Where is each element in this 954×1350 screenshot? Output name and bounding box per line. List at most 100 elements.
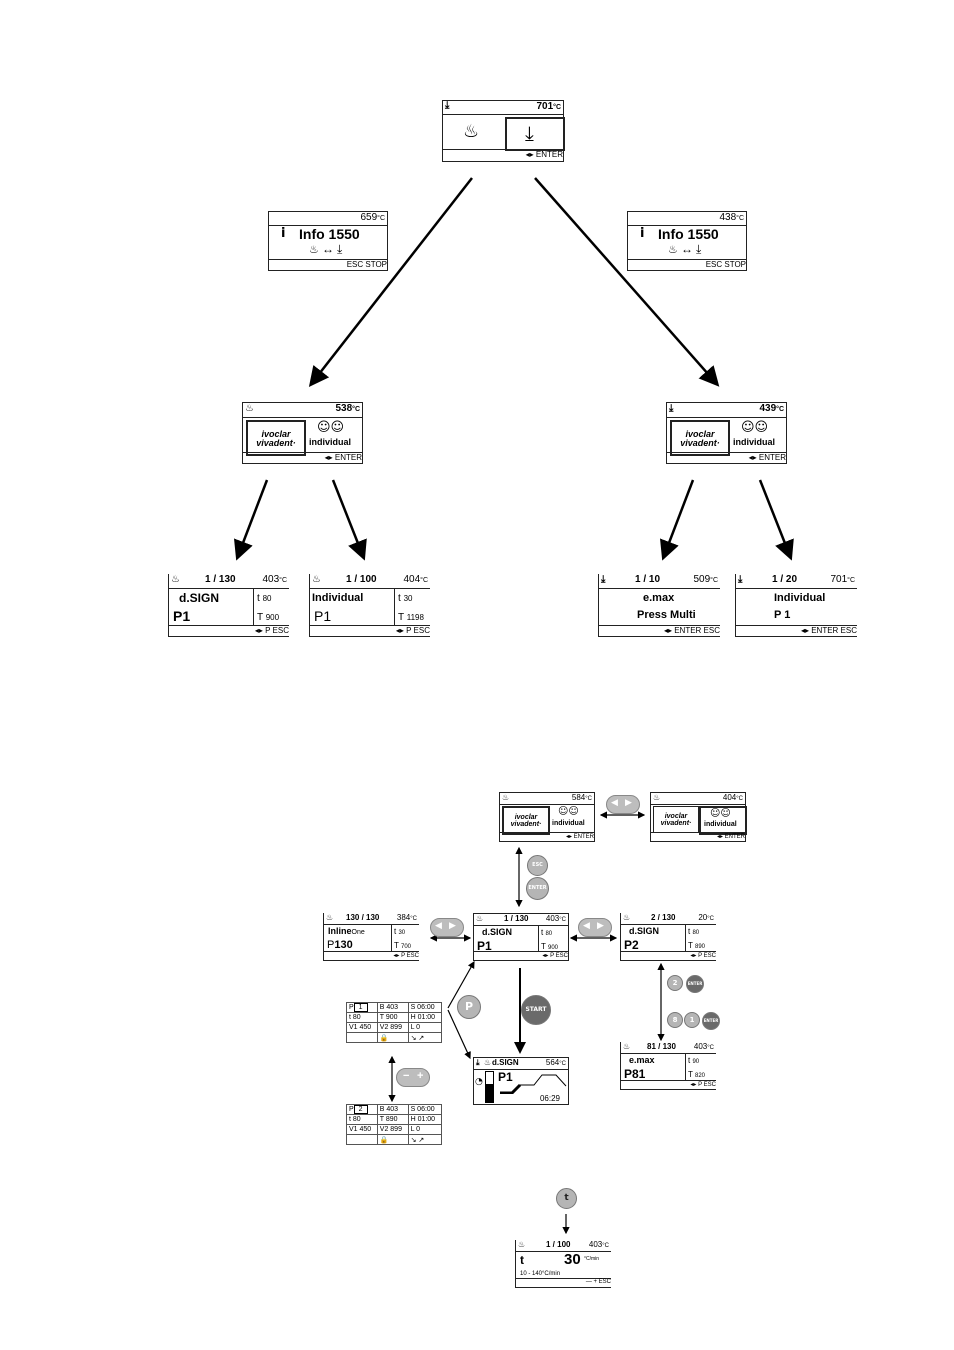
right-arrow-icon[interactable]: ▶ [449, 921, 456, 931]
press-mode-box[interactable]: ⤓ [505, 117, 565, 151]
temp-value: 384 [396, 913, 411, 922]
lock-icon[interactable]: 🔒 [379, 1034, 389, 1042]
program-number: P1 [477, 939, 492, 953]
flame-icon: ♨ [653, 793, 661, 802]
esc-button[interactable]: ESC [527, 855, 548, 876]
temp-unit: °C [602, 1243, 609, 1249]
heat-rate-screen: ♨ 1 / 100 403°C t 30 °C/min 10 - 140°C/m… [515, 1240, 611, 1288]
plus-button[interactable]: + [417, 1070, 424, 1082]
ivoclar-logo[interactable]: ivoclar vivadent· [670, 420, 730, 456]
press-icon: ⤓ [445, 100, 450, 111]
ivoclar-logo[interactable]: ivoclar vivadent· [653, 806, 699, 833]
program-count: 1 / 130 [504, 914, 529, 923]
heat-rate-button[interactable]: t [556, 1188, 577, 1209]
arrow-right-to-leaf4 [758, 479, 794, 561]
curve-icon: ↘ ↗ [410, 1136, 425, 1144]
minus-button[interactable]: − [403, 1070, 410, 1082]
individual-box[interactable]: ☺☺ individual [699, 806, 747, 835]
flame-icon: ♨ [484, 1058, 492, 1067]
program-number: P81 [624, 1067, 646, 1081]
key-8-button[interactable]: 8 [667, 1012, 683, 1028]
main-screen: ⤓ 701°C ♨ ⤓ ◂▸ ENTER [442, 100, 565, 162]
right-arrow-icon[interactable]: ▶ [625, 798, 632, 808]
arrow-left-to-leaf2 [331, 479, 367, 561]
temp-unit: °C [352, 406, 360, 413]
individual-icon[interactable]: ☺☺ [317, 420, 345, 435]
temp-value: 404 [403, 574, 421, 585]
footer: ◂▸ P ESC [621, 1080, 716, 1089]
temp-unit: °C [410, 916, 417, 922]
flame-icon: ♨ [326, 913, 334, 922]
swap-arrow: ↔ [322, 242, 334, 256]
footer: ◂▸ P ESC [474, 951, 568, 960]
left-arrow-icon[interactable]: ◀ [611, 798, 618, 808]
ivoclar-logo[interactable]: ivoclar vivadent· [246, 420, 306, 456]
temp-unit: °C [585, 796, 592, 802]
curve-icon: ↘ ↗ [410, 1034, 425, 1042]
individual-icon[interactable]: ☺☺ [558, 806, 579, 817]
temp-unit: °C [707, 916, 714, 922]
temp-value: 564 [545, 1058, 560, 1067]
selection-screen-b: ♨ 404°C ivoclar vivadent· ☺☺ individual … [650, 792, 747, 842]
minus-plus-keys[interactable]: − + [396, 1068, 430, 1087]
T-value: 700 [400, 944, 411, 950]
start-button[interactable]: START [521, 995, 551, 1025]
press-icon: ⤓ [601, 574, 606, 585]
left-arrow-icon[interactable]: ◀ [583, 921, 590, 931]
right-arrow-icon[interactable]: ▶ [597, 921, 604, 931]
program-number-field[interactable]: 1 [353, 1003, 368, 1012]
enter-button[interactable]: ENTER [702, 1012, 720, 1030]
arrow-keys[interactable]: ◀ ▶ [606, 795, 640, 814]
lock-icon[interactable]: 🔒 [379, 1136, 389, 1144]
t-value: 30 [398, 930, 406, 936]
program-count: 81 / 130 [647, 1042, 676, 1051]
temp-unit: °C [847, 577, 855, 584]
temp-value: 403 [545, 914, 560, 923]
temp-value: 404 [722, 793, 737, 802]
temp-unit: °C [559, 917, 566, 923]
program-name: d.SIGN [629, 926, 660, 936]
T-value: 900 [547, 945, 558, 951]
key-2-button[interactable]: 2 [667, 975, 683, 991]
program-name: d.SIGN [492, 1058, 519, 1067]
arrow-keys[interactable]: ◀ ▶ [430, 918, 464, 937]
left-arrow-icon[interactable]: ◀ [435, 921, 442, 931]
t-value: 30 [403, 594, 413, 603]
arrow-params-up [447, 960, 475, 1009]
info-title: Info 1550 [658, 226, 719, 242]
individual-label: individual [733, 437, 776, 447]
enter-button[interactable]: ENTER [686, 975, 704, 993]
rate-value[interactable]: 30 [564, 1251, 581, 1268]
program-screen-individual-press: ⤓ 1 / 20 701°C Individual P 1 ◂▸ ENTER E… [735, 574, 857, 637]
flame-icon: ♨ [476, 914, 484, 923]
program-number: 130 [334, 939, 353, 951]
footer: — + ESC [516, 1278, 611, 1287]
T-value: 900 [265, 613, 280, 622]
key-1-button[interactable]: 1 [684, 1012, 700, 1028]
press-icon: ⤓ [525, 121, 534, 145]
program-name: Individual [774, 592, 826, 604]
info-icon: i [281, 226, 286, 241]
individual-icon[interactable]: ☺☺ [741, 420, 769, 435]
arrow-keys[interactable]: ◀ ▶ [578, 918, 612, 937]
arrow-main-to-left [308, 177, 473, 387]
press-icon: ⤓ [669, 403, 674, 414]
flame-icon: ♨ [245, 403, 254, 414]
flame-icon: ♨ [623, 1042, 631, 1051]
flame-icon[interactable]: ♨ [463, 121, 480, 142]
p-button[interactable]: P [457, 995, 481, 1019]
enter-button[interactable]: ENTER [526, 877, 549, 900]
temp-value: 584 [571, 793, 586, 802]
individual-label: individual [704, 821, 737, 828]
program-number: P 1 [774, 609, 791, 621]
footer: ◂▸ ENTER [443, 149, 563, 161]
rate-label: t [520, 1253, 524, 1267]
ivoclar-logo[interactable]: ivoclar vivadent· [502, 806, 550, 835]
footer: ◂▸ ENTER [651, 832, 745, 841]
program-number: P1 [173, 608, 191, 624]
temp-unit: °C [736, 215, 744, 222]
program-number-field[interactable]: 2 [353, 1105, 368, 1114]
T-value: 890 [694, 944, 705, 950]
individual-icon: ☺☺ [710, 808, 731, 819]
